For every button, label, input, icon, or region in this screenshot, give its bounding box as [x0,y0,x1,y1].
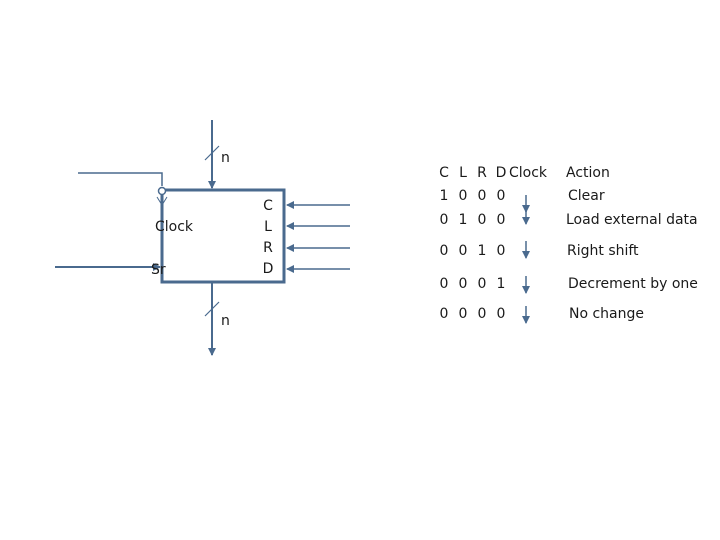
sr-label: Sr [151,262,166,278]
row4-bit-r: 0 [477,276,487,292]
bus-width-bottom-label: n [221,313,230,329]
control-label-c: C [263,198,273,214]
row2-bit-r: 0 [477,212,487,228]
row5-bit-r: 0 [477,306,487,322]
control-label-l: L [264,219,272,235]
row2-bit-c: 0 [439,212,449,228]
header-l: L [459,165,467,181]
row2-bit-l: 1 [458,212,468,228]
row3-bit-c: 0 [439,243,449,259]
header-d: D [495,165,507,181]
row5-action: No change [569,306,645,322]
control-label-r: R [263,240,273,256]
row1-bit-c: 1 [439,188,449,204]
clock-edge-icon [156,196,168,206]
row4-bit-l: 0 [458,276,468,292]
clock-wire [78,172,163,186]
control-label-d: D [262,261,274,277]
row5-bit-c: 0 [439,306,449,322]
row2-action: Load external data [566,212,698,228]
header-clock: Clock [509,165,548,181]
row1-bit-d: 0 [496,188,506,204]
row3-bit-l: 0 [458,243,468,259]
row3-action: Right shift [567,243,639,259]
bottom-bus-slash [204,301,220,317]
header-r: R [477,165,487,181]
row4-action: Decrement by one [568,276,698,292]
clock-label: Clock [155,219,194,235]
row4-bit-c: 0 [439,276,449,292]
register-block [160,188,286,284]
row2-bit-d: 0 [496,212,506,228]
row5-bit-l: 0 [458,306,468,322]
top-bus-slash [204,145,220,161]
row4-bit-d: 1 [496,276,506,292]
row1-bit-l: 0 [458,188,468,204]
row1-action: Clear [568,188,605,204]
row3-bit-r: 1 [477,243,487,259]
header-c: C [439,165,449,181]
clock-bubble [157,186,167,196]
row5-bit-d: 0 [496,306,506,322]
row1-bit-r: 0 [477,188,487,204]
header-action: Action [566,165,610,181]
row3-bit-d: 0 [496,243,506,259]
bus-width-top-label: n [221,150,230,166]
